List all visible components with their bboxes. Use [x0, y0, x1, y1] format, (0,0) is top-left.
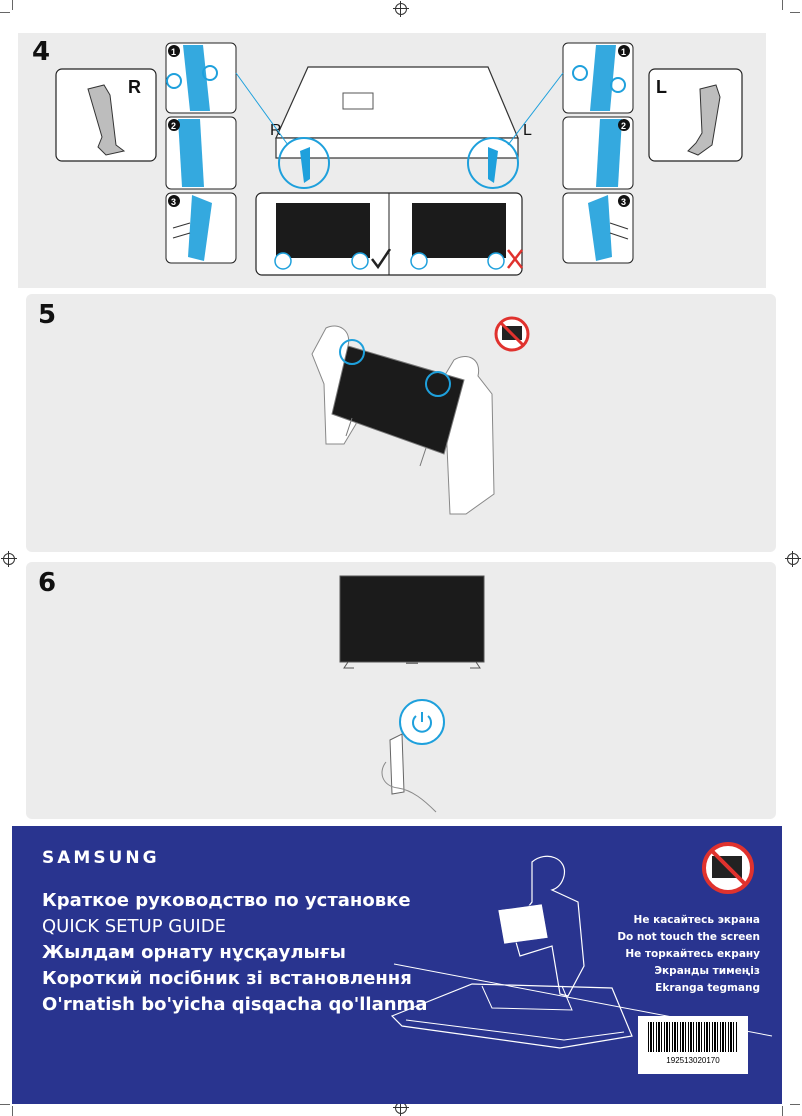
left-detail-steps: 1 2 3	[165, 42, 237, 264]
check-icon	[371, 248, 392, 270]
svg-text:2: 2	[621, 121, 626, 131]
crop-mark	[790, 1104, 800, 1105]
crop-mark	[12, 1106, 13, 1116]
step-6-panel: 6	[26, 562, 776, 819]
warning-ru: Не касайтесь экрана	[633, 914, 760, 926]
tv-back-view: R L	[235, 66, 564, 189]
do-not-touch-warnings: Не касайтесь экрана Do not touch the scr…	[617, 912, 760, 997]
crop-mark	[0, 1104, 10, 1105]
tv-front	[339, 575, 485, 663]
svg-text:2: 2	[171, 121, 176, 131]
no-touch-screen-icon	[494, 316, 530, 352]
title-ru: Краткое руководство по установке	[42, 890, 411, 911]
cross-icon	[507, 249, 523, 269]
barcode-number: 192513020170	[666, 1056, 720, 1065]
power-icon	[412, 712, 432, 733]
step-5-panel: 5	[26, 294, 776, 552]
step-6-illustration	[339, 575, 485, 813]
step-4-illustration: R L 1 2 3	[55, 42, 743, 276]
crop-mark	[782, 0, 783, 10]
crop-mark	[12, 0, 13, 10]
cover-illustration	[390, 842, 773, 1049]
title-kk: Жылдам орнату нұсқаулығы	[42, 942, 346, 963]
guide-titles: Краткое руководство по установке QUICK S…	[42, 888, 427, 1018]
step-5-illustration	[311, 316, 530, 515]
registration-mark-icon	[393, 1, 409, 17]
tv-right-label: R	[270, 122, 282, 139]
tv-left-label: L	[523, 122, 532, 139]
title-uk: Короткий посібник зі встановлення	[42, 968, 412, 989]
step-number: 5	[38, 300, 57, 330]
barcode-bars	[648, 1022, 738, 1052]
svg-text:1: 1	[171, 47, 176, 57]
samsung-logo: SAMSUNG	[42, 848, 160, 868]
crop-mark	[0, 12, 10, 13]
right-detail-steps: 1 2 3	[562, 42, 634, 264]
step-number: 6	[38, 568, 57, 598]
no-touch-screen-icon	[702, 842, 754, 894]
title-en: QUICK SETUP GUIDE	[42, 916, 226, 937]
svg-text:1: 1	[621, 47, 626, 57]
registration-mark-icon	[785, 551, 801, 567]
warning-kk: Экранды тимеңіз	[654, 965, 760, 977]
svg-text:3: 3	[621, 197, 626, 207]
warning-uz: Ekranga tegmang	[655, 982, 760, 994]
tv-incorrect	[412, 203, 506, 258]
stand-left-label: L	[656, 77, 667, 97]
tv-correct	[276, 203, 370, 258]
crop-mark	[790, 12, 800, 13]
title-uz: O'rnatish bo'yicha qisqacha qo'llanma	[42, 994, 428, 1015]
svg-text:3: 3	[171, 197, 176, 207]
stand-right-label: R	[128, 77, 141, 97]
warning-uk: Не торкайтесь екрану	[625, 948, 760, 960]
step-4-panel: 4 R L 1 2 3	[18, 33, 766, 288]
barcode: 192513020170	[638, 1016, 748, 1074]
step-number: 4	[32, 37, 51, 67]
warning-en: Do not touch the screen	[617, 931, 760, 943]
crop-mark	[782, 1106, 783, 1116]
registration-mark-icon	[1, 551, 17, 567]
